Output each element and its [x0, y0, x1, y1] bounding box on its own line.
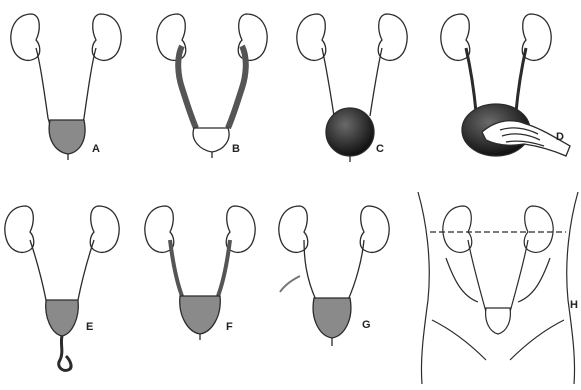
torso-outline [418, 192, 429, 384]
panel-label-c: C [376, 143, 384, 155]
panel-label-g: G [362, 319, 371, 331]
left-ureter [466, 48, 476, 112]
right-ureter [370, 48, 382, 116]
right-kidney [360, 206, 389, 252]
bladder [180, 296, 221, 334]
panel-label-d: D [556, 131, 564, 143]
left-kidney [5, 206, 34, 252]
bladder [313, 298, 351, 338]
left-kidney [11, 14, 40, 60]
right-ureter [78, 240, 94, 300]
left-kidney [297, 14, 326, 60]
right-kidney [92, 14, 121, 60]
panel-label-a: A [92, 143, 100, 155]
right-kidney [90, 206, 119, 252]
bladder [193, 128, 229, 152]
panel-g: G [279, 206, 389, 346]
panel-b: B [157, 14, 267, 158]
distended-bladder [326, 108, 374, 156]
panel-e: E [5, 206, 119, 370]
left-kidney [441, 14, 470, 60]
bladder [46, 300, 79, 336]
panel-f: F [145, 206, 255, 340]
panel-h: H [418, 192, 578, 384]
left-ureter [322, 48, 334, 116]
panel-a: A [11, 14, 121, 160]
left-kidney [443, 206, 472, 252]
bladder [49, 120, 85, 154]
right-ureter [218, 240, 230, 296]
panel-d: D [441, 14, 570, 156]
bladder [486, 308, 511, 334]
left-ureter [170, 240, 182, 296]
left-ureter [30, 240, 46, 300]
ureter-leak [280, 276, 300, 292]
right-kidney [524, 206, 553, 252]
right-ureter [348, 240, 364, 300]
right-kidney [522, 14, 551, 60]
pelvis-outline [446, 258, 550, 302]
panel-label-b: B [232, 143, 240, 155]
urethra-leak [59, 336, 71, 370]
right-kidney [378, 14, 407, 60]
panel-c: C [297, 14, 407, 162]
left-dilated-ureter [178, 46, 196, 128]
right-ureter [516, 48, 526, 112]
right-dilated-ureter [228, 46, 246, 128]
panel-label-e: E [86, 321, 93, 333]
panel-label-h: H [570, 299, 578, 311]
panel-label-f: F [226, 321, 233, 333]
